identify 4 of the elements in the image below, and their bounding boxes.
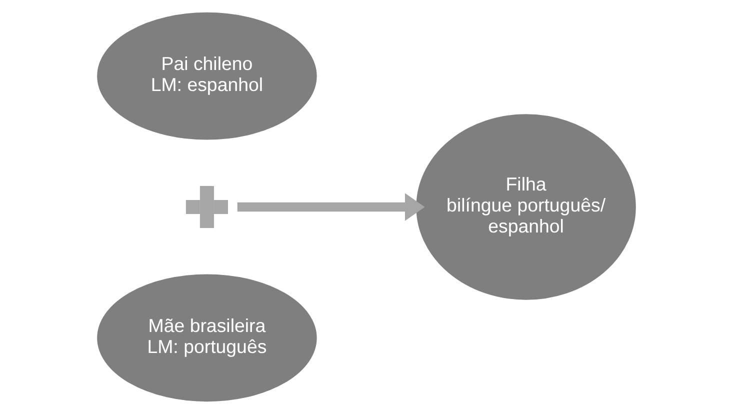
arrow [236,193,424,221]
node-ellipse: Pai chileno LM: espanhol [96,12,316,140]
node-ellipse: Filha bilíngue português/ espanhol [416,114,636,300]
node-ellipse: Mãe brasileira LM: português [96,274,316,402]
